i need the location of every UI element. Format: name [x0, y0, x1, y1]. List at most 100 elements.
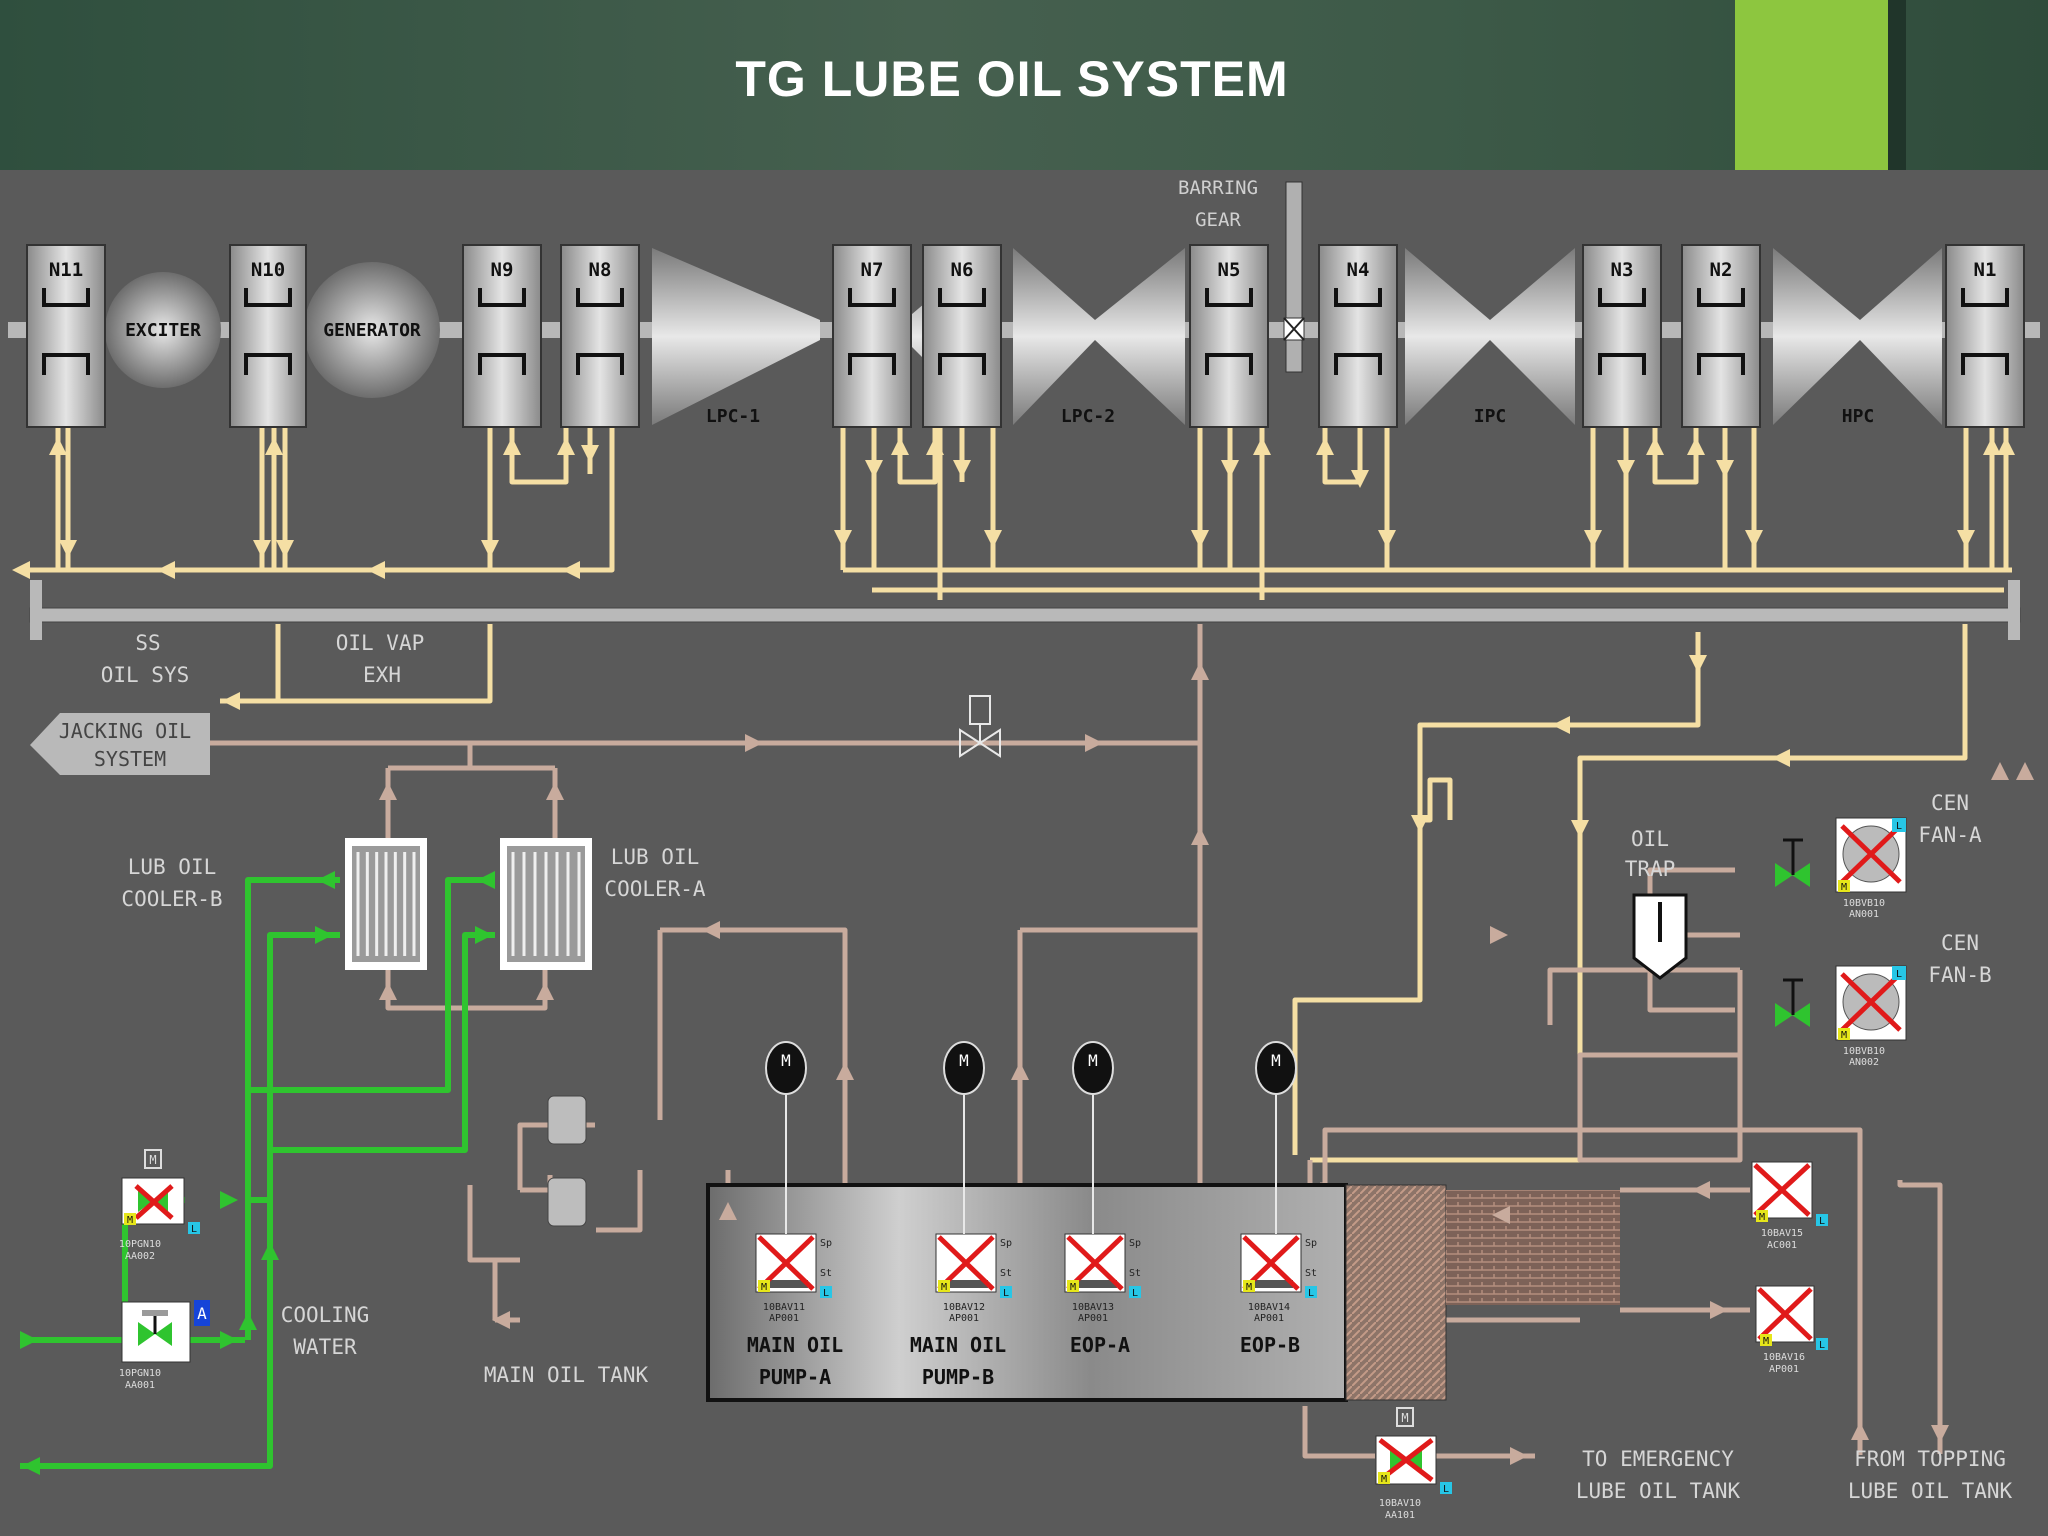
oil-trap-label-2: TRAP [1625, 857, 1676, 881]
flow-arrow-icon [49, 437, 67, 455]
flow-arrows [12, 437, 2034, 1475]
heater-2[interactable]: M L 10BAV16 AP001 [1755, 1285, 1828, 1375]
speed-label: Sp [1305, 1238, 1317, 1249]
local-mode-icon: L [1132, 1288, 1138, 1299]
motor-icon: M [943, 1041, 985, 1095]
fan-isolation-valves[interactable] [1775, 838, 1810, 1027]
flow-arrow-icon [953, 460, 971, 478]
cooling-water-valve-2[interactable]: A 10PGN10 AA001 [119, 1300, 210, 1391]
valve-motor-icon: M [1401, 1411, 1408, 1425]
jacking-oil-label-1: JACKING OIL [59, 719, 191, 743]
pump-name-label: PUMP-A [759, 1365, 831, 1389]
local-mode-icon: L [1819, 1340, 1825, 1351]
flow-arrow-icon [220, 1331, 238, 1349]
motor-mode-icon: M [1841, 882, 1847, 893]
drain-header [29, 607, 2021, 623]
svg-text:M: M [959, 1051, 969, 1070]
tag-label: AP001 [1254, 1313, 1284, 1324]
accent-bar [1735, 0, 1888, 170]
speed-label: Sp [1129, 1238, 1141, 1249]
cooler-a-label-2: COOLER-A [604, 877, 706, 901]
local-mode-icon: L [1308, 1288, 1314, 1299]
flow-arrow-icon [157, 561, 175, 579]
bearing-n8: N8 [560, 244, 640, 428]
flow-arrow-icon [1957, 530, 1975, 548]
flow-arrow-icon [836, 1062, 854, 1080]
tag-label: 10BAV14 [1248, 1302, 1290, 1313]
heater-1[interactable]: M L 10BAV15 AC001 [1751, 1161, 1828, 1251]
tag-label: AA002 [125, 1251, 155, 1262]
hpc [1773, 248, 1860, 425]
tag-label: AP001 [1078, 1313, 1108, 1324]
tag-label: 10BAV11 [763, 1302, 805, 1313]
motor-mode-icon: M [761, 1282, 767, 1293]
flow-arrow-icon [20, 1331, 38, 1349]
to-emergency-label-1: TO EMERGENCY [1582, 1447, 1734, 1471]
flow-arrow-icon [276, 540, 294, 558]
lpc-1-label: LPC-1 [706, 406, 760, 427]
bearing-n3: N3 [1582, 244, 1662, 428]
flow-arrow-icon [891, 437, 909, 455]
flow-arrow-icon [253, 540, 271, 558]
cooler-b-label-1: LUB OIL [128, 855, 217, 879]
flow-arrow-icon [1378, 530, 1396, 548]
ipc-label: IPC [1474, 406, 1507, 427]
flow-arrow-icon [1584, 530, 1602, 548]
tag-label: AA001 [125, 1380, 155, 1391]
accent-edge [1888, 0, 1906, 170]
status-label: St [820, 1268, 832, 1279]
flow-arrow-icon [1191, 662, 1209, 680]
flow-arrow-icon [1991, 762, 2009, 780]
flow-arrow-icon [2016, 762, 2034, 780]
bearing-n9: N9 [462, 244, 542, 428]
svg-text:M: M [1271, 1051, 1281, 1070]
bearing-n4: N4 [1318, 244, 1398, 428]
flow-arrow-icon [546, 782, 564, 800]
lpc-2-label: LPC-2 [1061, 406, 1115, 427]
status-label: St [1000, 1268, 1012, 1279]
local-mode-icon: L [1443, 1484, 1449, 1495]
barring-gear [1285, 181, 1303, 373]
bearing-label: N4 [1347, 259, 1370, 281]
bearing-label: N10 [251, 259, 285, 281]
tag-label: 10BAV10 [1379, 1498, 1421, 1509]
flow-arrow-icon [239, 1312, 257, 1330]
emergency-drain-valve[interactable]: M M L 10BAV10 AA101 [1375, 1407, 1452, 1521]
from-topping-label-2: LUBE OIL TANK [1848, 1479, 2013, 1503]
tag-label: 10BVB10 [1843, 898, 1885, 909]
bearing-n7: N7 [832, 244, 912, 428]
flow-arrow-icon [315, 926, 333, 944]
oil-filters [547, 1095, 587, 1227]
cooler-a-label-1: LUB OIL [611, 845, 700, 869]
tag-label: AA101 [1385, 1510, 1415, 1521]
jacking-oil-control-valve[interactable] [959, 695, 1001, 758]
motor-icon: M [1255, 1041, 1297, 1095]
flow-arrow-icon [1351, 470, 1369, 488]
svg-text:M: M [781, 1051, 791, 1070]
svg-text:M: M [1088, 1051, 1098, 1070]
pump-name-label: PUMP-B [922, 1365, 994, 1389]
flow-arrow-icon [265, 437, 283, 455]
jacking-oil-system: JACKING OIL SYSTEM [30, 713, 210, 775]
bearing-n5: N5 [1189, 244, 1269, 428]
flow-arrow-icon [1687, 437, 1705, 455]
flow-arrow-icon [317, 871, 335, 889]
flow-arrow-icon [222, 692, 240, 710]
speed-label: Sp [1000, 1238, 1012, 1249]
status-label: St [1305, 1268, 1317, 1279]
speed-label: Sp [820, 1238, 832, 1249]
motor-mode-icon: M [1246, 1282, 1252, 1293]
page-title: TG LUBE OIL SYSTEM [735, 51, 1289, 107]
flow-arrow-icon [1191, 827, 1209, 845]
cen-fan-b-label-2: FAN-B [1928, 963, 1991, 987]
main-oil-tank-label: MAIN OIL TANK [484, 1363, 649, 1387]
cooling-water-valve-1[interactable]: M M L 10PGN10 AA002 [119, 1149, 200, 1262]
flow-arrow-icon [1931, 1425, 1949, 1443]
